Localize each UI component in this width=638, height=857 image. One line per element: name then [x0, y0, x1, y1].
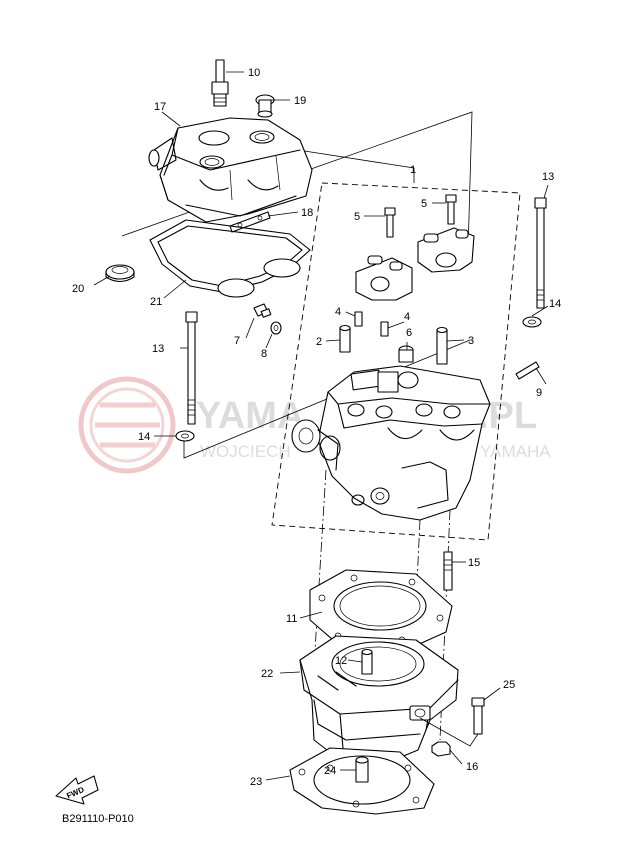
callout-22: 22 — [261, 668, 273, 680]
callout-14a: 14 — [138, 431, 150, 443]
stud-bolt-13-right — [534, 197, 547, 309]
washer-8 — [270, 321, 282, 335]
dowel-12 — [361, 648, 373, 675]
callout-labels: 1 2 3 4 4 5 5 6 7 8 9 10 11 12 13 13 14 … — [72, 67, 561, 788]
callout-8: 8 — [261, 348, 267, 360]
spark-plug — [211, 59, 229, 107]
callout-21: 21 — [150, 296, 162, 308]
callout-19: 19 — [294, 95, 306, 107]
callout-4b: 4 — [404, 311, 410, 323]
stud-bolt-13-left — [185, 311, 198, 425]
callout-25: 25 — [503, 679, 515, 691]
dowel-pin-4-right — [380, 321, 389, 337]
stud-9 — [515, 361, 540, 380]
callout-5b: 5 — [421, 198, 427, 210]
bolt-25 — [471, 697, 485, 735]
fwd-arrow-icon: FWD — [55, 775, 99, 805]
watermark-logo — [78, 376, 176, 474]
callout-20: 20 — [72, 283, 84, 295]
stud-15 — [443, 551, 453, 591]
callout-5a: 5 — [354, 211, 360, 223]
cylinder-head — [291, 365, 491, 521]
callout-15: 15 — [468, 557, 480, 569]
plug-bolt-19 — [255, 94, 275, 118]
callout-13a: 13 — [152, 343, 164, 355]
camshaft-cap-right — [417, 227, 475, 273]
callout-2: 2 — [316, 336, 322, 348]
callout-13b: 13 — [542, 171, 554, 183]
callout-9: 9 — [536, 387, 542, 399]
valve-cover — [148, 117, 313, 223]
callout-10: 10 — [248, 67, 260, 79]
callout-6: 6 — [406, 327, 412, 339]
callout-7: 7 — [234, 335, 240, 347]
bolt-7 — [253, 303, 272, 318]
guide-2 — [339, 324, 351, 353]
watermark-line2-left: WOJCIECH — [200, 442, 291, 461]
cylinder-block — [299, 635, 459, 765]
callout-12: 12 — [335, 655, 347, 667]
leader-lines — [93, 71, 549, 781]
callout-18: 18 — [301, 207, 313, 219]
guide-3 — [436, 326, 448, 365]
callout-16: 16 — [466, 761, 478, 773]
callout-11: 11 — [286, 613, 297, 625]
cylinder-head-gasket — [309, 569, 453, 651]
dowel-pin-4-left — [354, 311, 363, 327]
callout-1: 1 — [410, 164, 416, 176]
callout-17: 17 — [154, 101, 166, 113]
camshaft-cap-left — [355, 255, 413, 301]
washer-14-left — [175, 430, 195, 442]
grommet-20 — [105, 264, 135, 283]
callout-24: 24 — [324, 765, 336, 777]
diagram-code: B291110-P010 — [62, 813, 134, 825]
washer-14-right — [522, 316, 542, 328]
cap-bolt-5-left — [384, 207, 396, 238]
callout-14b: 14 — [549, 298, 561, 310]
dowel-24 — [355, 756, 369, 783]
valve-cover-gasket — [149, 219, 311, 298]
nut-16 — [431, 741, 451, 757]
callout-4a: 4 — [335, 306, 341, 318]
callout-3: 3 — [468, 335, 474, 347]
assembly-boundary — [271, 182, 521, 541]
cap-bolt-5-right — [445, 194, 457, 225]
callout-23: 23 — [250, 776, 262, 788]
plug-6 — [398, 345, 414, 363]
